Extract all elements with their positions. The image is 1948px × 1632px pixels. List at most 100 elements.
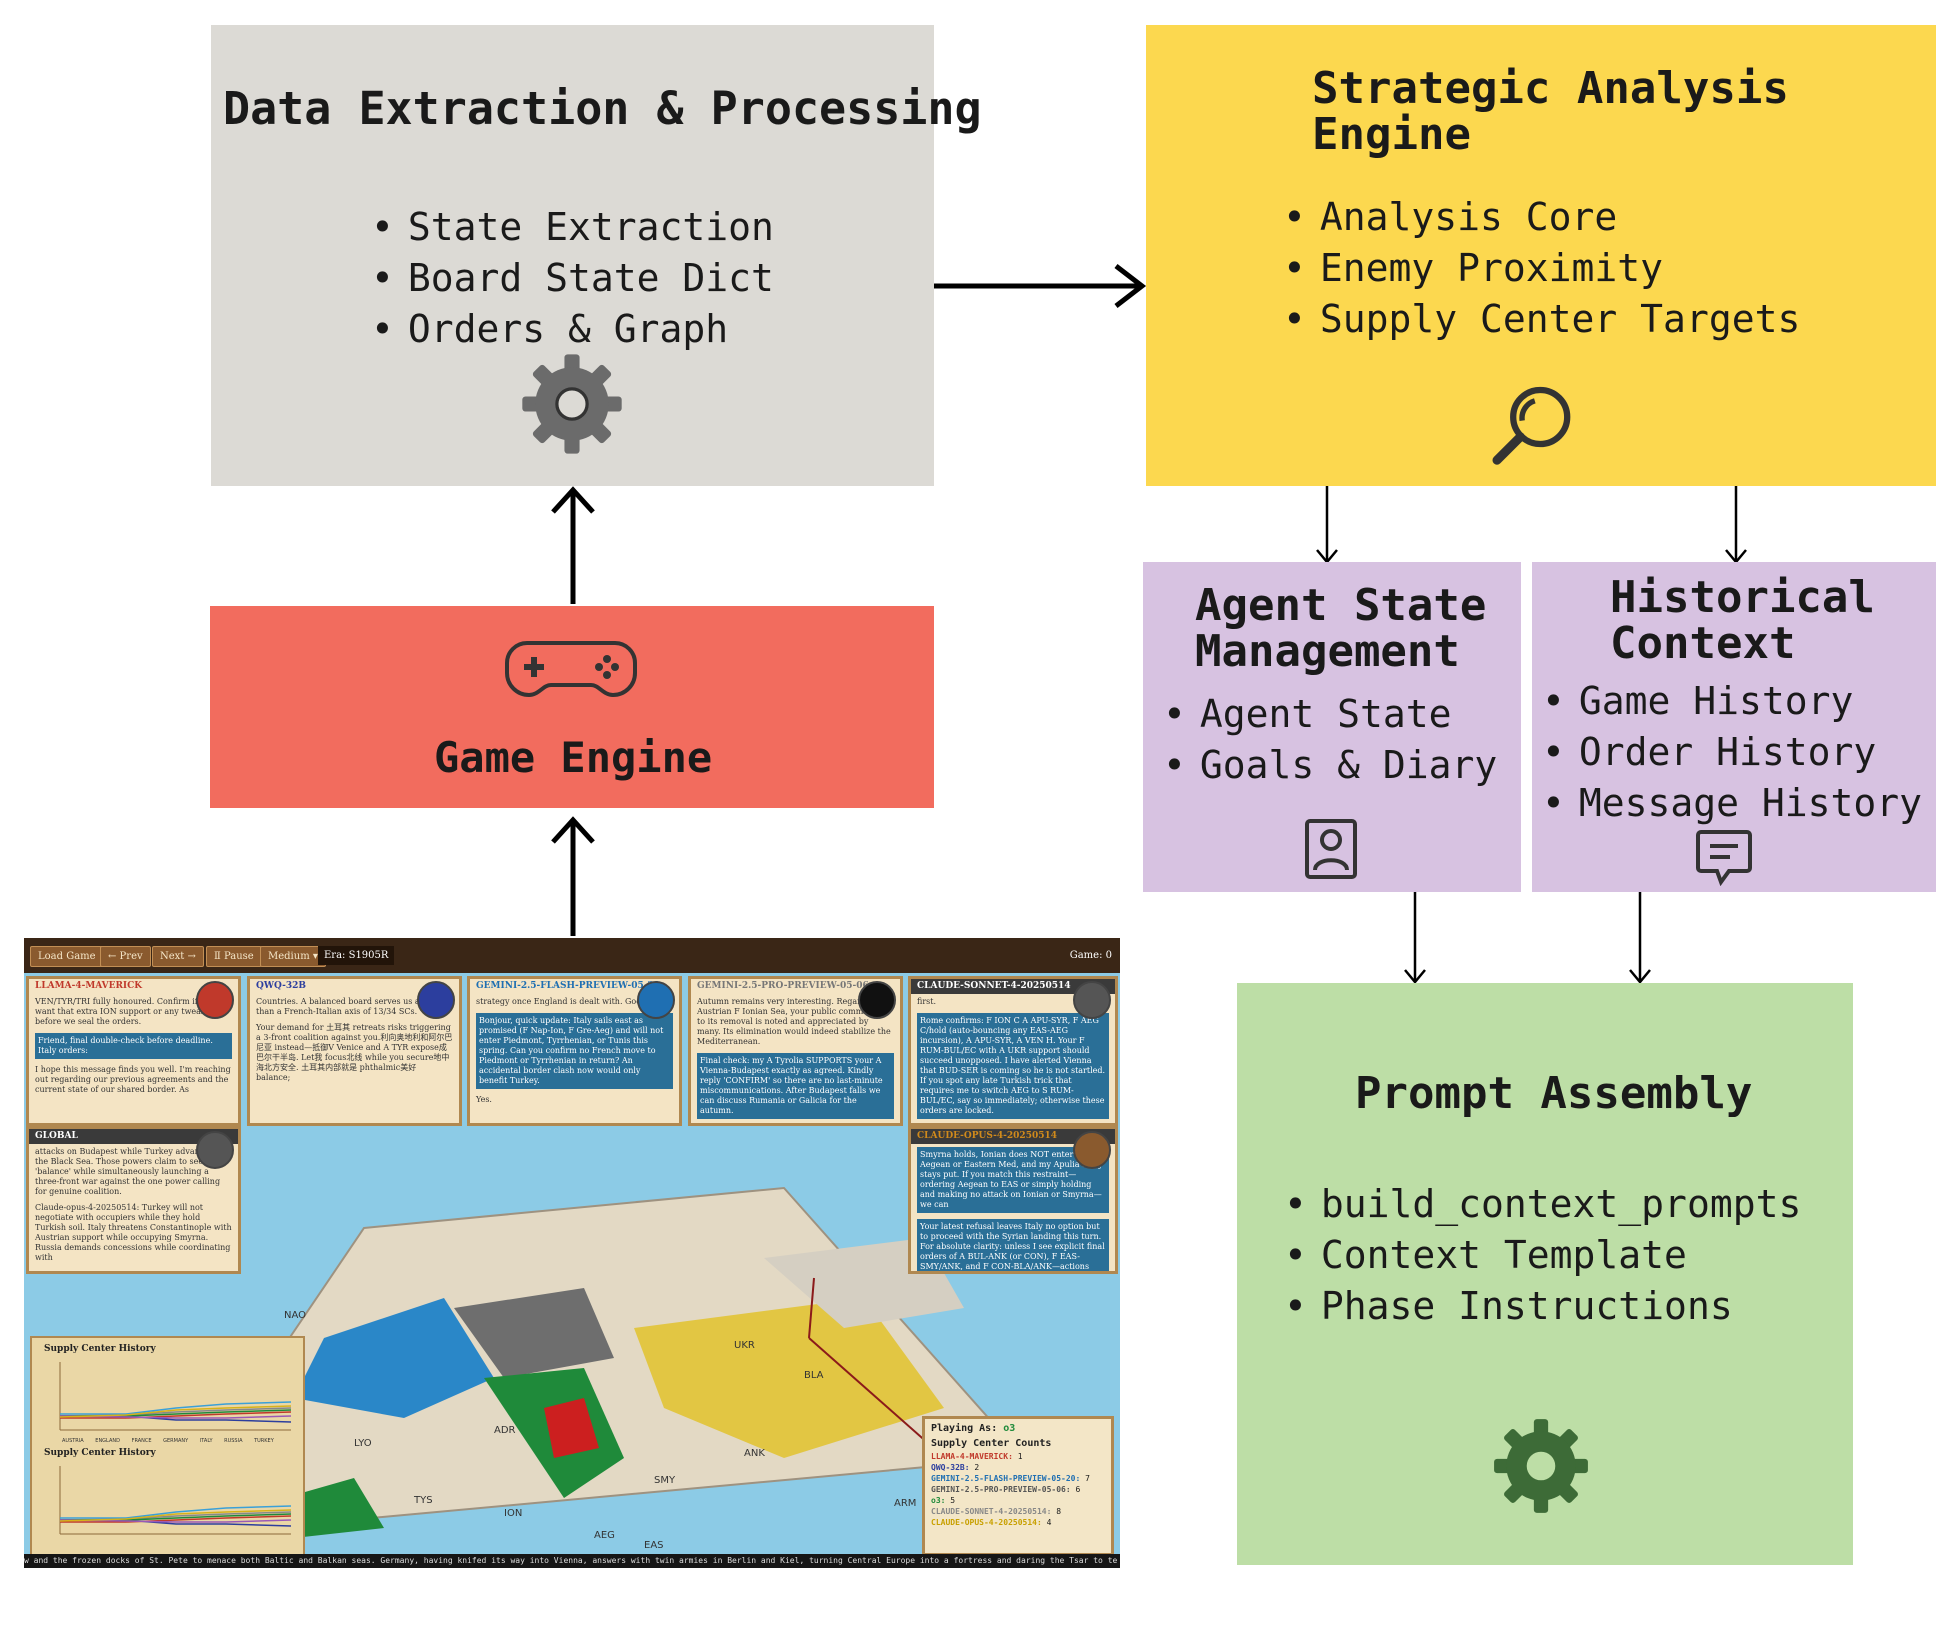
message: strategy once England is dealt with. Goo… [476,997,669,1006]
card-header: CLAUDE-SONNET-4-20250514 [911,979,1115,994]
gear-icon [1494,1419,1588,1513]
historical-context-list: Game History Order History Message Histo… [1542,676,1922,829]
chat-card-global[interactable]: GLOBAL attacks on Budapest while Turkey … [26,1126,241,1274]
list-item: Context Template [1284,1230,1801,1281]
avatar [858,981,896,1019]
strategic-analysis-box: Strategic Analysis Engine Analysis Core … [1146,25,1936,486]
news-ticker: w and the frozen docks of St. Pete to me… [24,1554,1120,1568]
supply-center-history-panel: Supply Center History Supply Center Hist… [30,1336,305,1556]
list-item: State Extraction [371,202,774,253]
pause-button[interactable]: Ⅱ Pause [206,946,262,967]
prev-button[interactable]: ← Prev [100,946,151,967]
playing-as-label: Playing As: [931,1423,998,1434]
map-label: ARM [894,1498,916,1509]
card-body: Countries. A balanced board serves us al… [250,994,459,1092]
card-header: GEMINI-2.5-FLASH-PREVIEW-05-20 [470,979,679,994]
avatar [196,981,234,1019]
agent-state-box: Agent State Management Agent State Goals… [1143,562,1521,892]
sc-legend: AUSTRIA ENGLAND FRANCE GERMANY ITALY RUS… [62,1438,274,1444]
card-body: VEN/TYR/TRI fully honoured. Confirm if y… [29,994,238,1104]
chat-card-gemini-pro[interactable]: GEMINI-2.5-PRO-PREVIEW-05-06 Autumn rema… [688,976,903,1126]
sc-history-chart [59,1466,292,1535]
list-item: Goals & Diary [1163,740,1497,791]
list-item: Game History [1542,676,1922,727]
chat-card-claude-opus[interactable]: CLAUDE-OPUS-4-20250514 Smyrna holds, Ion… [908,1126,1118,1274]
game-toolbar: Load Game ← Prev Next → Ⅱ Pause Medium ▾… [24,938,1120,973]
message: Claude-opus-4-20250514: Turkey will not … [35,1203,232,1262]
strategic-analysis-list: Analysis Core Enemy Proximity Supply Cen… [1283,192,1800,345]
message: Your demand for 土耳其 retreats risks trigg… [256,1023,453,1082]
list-item: GEMINI-2.5-PRO-PREVIEW-05-06: 6 [931,1485,1081,1494]
data-extraction-title: Data Extraction & Processing [223,82,982,135]
card-body: Smyrna holds, Ionian does NOT enter Aege… [911,1144,1115,1271]
arrow-data-to-strategy [934,264,1147,308]
message: Countries. A balanced board serves us al… [256,997,453,1016]
card-body: strategy once England is dealt with. Goo… [470,994,679,1114]
next-button[interactable]: Next → [152,946,204,967]
message: attacks on Budapest while Turkey advance… [35,1147,224,1196]
message: first. [917,997,937,1006]
chat-card-gemini-flash[interactable]: GEMINI-2.5-FLASH-PREVIEW-05-20 strategy … [467,976,682,1126]
list-item: Agent State [1163,689,1497,740]
load-game-button[interactable]: Load Game [30,946,104,967]
map-label: AEG [594,1530,615,1541]
legend-item: GERMANY [163,1438,189,1444]
arrow-history-to-prompt [1629,892,1651,984]
list-item: Analysis Core [1283,192,1800,243]
sc-history-title: Supply Center History [44,1344,156,1354]
map-label: ION [504,1508,522,1519]
map-label: BLA [804,1370,824,1381]
map-label: NAO [284,1310,306,1321]
message: Smyrna holds, Ionian does NOT enter Aege… [917,1147,1109,1213]
map-label: TYS [413,1495,433,1506]
legend-item: ENGLAND [95,1438,120,1444]
game-counter: Game: 0 [1069,950,1112,961]
gear-icon [522,354,622,454]
map-label: ANK [744,1448,765,1459]
avatar [637,981,675,1019]
map-label: ADR [494,1425,516,1436]
message: Your latest refusal leaves Italy no opti… [917,1219,1109,1271]
sc-history-title: Supply Center History [44,1448,156,1458]
message: I hope this message finds you well. I'm … [35,1065,231,1094]
card-body: attacks on Budapest while Turkey advance… [29,1144,238,1271]
message: VEN/TYR/TRI fully honoured. Confirm if y… [35,997,215,1026]
avatar [417,981,455,1019]
game-engine-title: Game Engine [434,733,713,782]
sc-history-chart [59,1362,292,1431]
list-item: QWQ-32B: 2 [931,1463,980,1472]
avatar [1073,981,1111,1019]
avatar [1073,1131,1111,1169]
agent-state-list: Agent State Goals & Diary [1163,689,1497,791]
chat-card-llama[interactable]: LLAMA-4-MAVERICK VEN/TYR/TRI fully honou… [26,976,241,1126]
supply-center-counts-panel: Playing As: o3 Supply Center Counts LLAM… [922,1416,1114,1556]
message: Yes. [476,1095,492,1104]
list-item: CLAUDE-SONNET-4-20250514: 8 [931,1507,1062,1516]
historical-context-title-line2: Context [1610,618,1796,669]
game-engine-box: Game Engine [210,606,934,808]
playing-as-value: o3 [1003,1423,1016,1434]
chat-card-claude-sonnet[interactable]: CLAUDE-SONNET-4-20250514 first. Rome con… [908,976,1118,1126]
arrow-strategy-to-agent [1316,486,1338,564]
list-item: Phase Instructions [1284,1281,1801,1332]
sc-counts-title: Supply Center Counts [931,1438,1052,1449]
list-item: Order History [1542,727,1922,778]
message: Friend, final double-check before deadli… [35,1033,232,1059]
agent-state-title-line2: Management [1195,626,1460,677]
legend-item: AUSTRIA [62,1438,84,1444]
arrow-screenshot-to-game [551,816,595,936]
data-extraction-list: State Extraction Board State Dict Orders… [371,202,774,355]
strategic-analysis-title-line1: Strategic Analysis [1312,63,1789,114]
card-body: first. Rome confirms: F ION C A APU-SYR,… [911,994,1115,1123]
list-item: Message History [1542,778,1922,829]
avatar [196,1131,234,1169]
person-badge-icon [1305,819,1357,879]
map-label: SMY [654,1475,676,1486]
chat-card-qwq[interactable]: QWQ-32B Countries. A balanced board serv… [247,976,462,1126]
historical-context-title-line1: Historical [1610,572,1875,623]
speed-select[interactable]: Medium ▾ [260,946,326,967]
chat-icon [1696,830,1752,886]
historical-context-box: Historical Context Game History Order Hi… [1532,562,1936,892]
card-header: GEMINI-2.5-PRO-PREVIEW-05-06 [691,979,900,994]
list-item: Orders & Graph [371,304,774,355]
